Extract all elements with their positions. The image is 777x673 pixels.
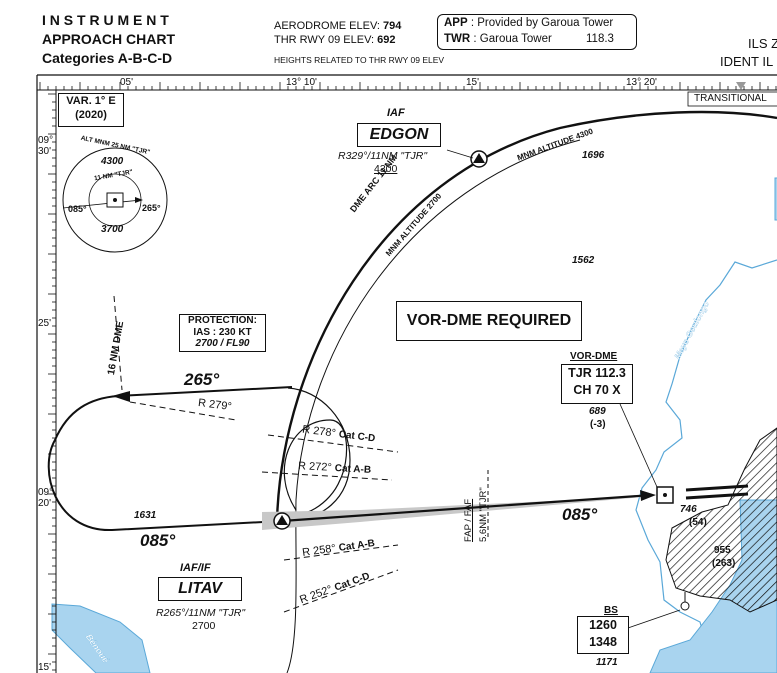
- final-course: 085°: [562, 505, 598, 524]
- lake-box: [774, 177, 777, 221]
- litav-role: IAF/IF: [180, 562, 211, 574]
- bs-box: 1260 1348: [577, 616, 629, 654]
- vor-elev-rel: (-3): [590, 419, 606, 430]
- edgon-name: EDGON: [357, 123, 441, 147]
- spot-elev-746: 746: [680, 504, 697, 515]
- edgon-alt: 4300: [374, 163, 398, 175]
- app-label: APP: [444, 17, 468, 29]
- bs-label: BS: [604, 605, 618, 616]
- bs-val1: 1260: [589, 618, 617, 632]
- litav-radial: R265°/11NM "TJR": [156, 607, 246, 619]
- radial-lines: [113, 295, 399, 613]
- spot-elev-1696: 1696: [582, 150, 605, 161]
- thr-elev: THR RWY 09 ELEV: 692: [274, 34, 396, 46]
- transitional-label: TRANSITIONAL: [694, 93, 767, 104]
- spot-elev-1171: 1171: [596, 657, 618, 668]
- vor-elev: 689: [589, 406, 606, 417]
- runway-09: [685, 484, 749, 500]
- left-tick-0930: 09° 30': [38, 135, 54, 157]
- variation-value: VAR. 1° E: [66, 95, 116, 107]
- bs-leader: [627, 609, 681, 629]
- faf-label: FAP / FAF: [463, 498, 474, 542]
- urban-area-garoua: [665, 427, 777, 613]
- faf-distance: 5.6NM "TJR": [478, 487, 489, 542]
- app-text: : Provided by Garoua Tower: [470, 17, 614, 29]
- aerodrome-elev: AERODROME ELEV: 794: [274, 20, 402, 32]
- left-tick-0920: 09° 20': [38, 487, 54, 509]
- twr-label: TWR: [444, 33, 471, 45]
- msa-right-bearing: 265°: [142, 203, 161, 213]
- top-tick-05: 05': [120, 77, 134, 88]
- litav-alt: 2700: [192, 620, 216, 632]
- categories: Categories A-B-C-D: [42, 50, 173, 66]
- edgon-role: IAF: [387, 107, 405, 119]
- spot-elev-955: 955: [714, 545, 731, 556]
- frequency-box: APP : Provided by Garoua Tower TWR : Gar…: [437, 14, 637, 50]
- protection-title: PROTECTION:: [188, 315, 257, 326]
- bs-symbol: [680, 592, 690, 611]
- protection-ias: IAS : 230 KT: [193, 326, 252, 338]
- edgon-leader: [446, 149, 474, 159]
- edgon-radial: R329°/11NM "TJR": [338, 150, 428, 162]
- heights-note: HEIGHTS RELATED TO THR RWY 09 ELEV: [274, 55, 445, 65]
- left-tick-15b: 15': [38, 662, 52, 673]
- dme-arc-inner: [286, 139, 581, 673]
- variation-year: (2020): [75, 109, 107, 121]
- vor-leader: [619, 403, 658, 488]
- fix-edgon: [470, 150, 488, 168]
- procedure-turn-loop: [283, 419, 348, 515]
- vor-dme-required: VOR-DME REQUIRED: [396, 301, 582, 341]
- msa-south-alt: 3700: [101, 224, 124, 235]
- litav-name: LITAV: [158, 577, 242, 601]
- river-benoue: [51, 603, 151, 673]
- spot-elev-1631: 1631: [134, 510, 157, 521]
- left-tick-25: 25': [38, 318, 52, 329]
- chart-type-line1: I N S T R U M E N T: [42, 12, 169, 28]
- vor-ident-freq: TJR 112.3: [568, 366, 626, 380]
- holding-inbound: 085°: [140, 531, 176, 550]
- vor-dme-symbol: [656, 486, 674, 504]
- twr-text: : Garoua Tower: [473, 33, 552, 45]
- fix-litav: [273, 512, 291, 530]
- twr-freq: 118.3: [586, 33, 614, 45]
- top-tick-1310: 13° 10': [286, 77, 317, 88]
- final-arrow: [640, 490, 656, 501]
- vor-title: VOR-DME: [570, 351, 618, 362]
- vor-box: TJR 112.3 CH 70 X: [561, 364, 633, 404]
- top-tick-15: 15': [466, 77, 480, 88]
- spot-elev-263: (263): [712, 558, 736, 569]
- ident-label: IDENT IL: [720, 54, 774, 69]
- top-tick-1320: 13° 20': [626, 77, 657, 88]
- chart-type-line2: APPROACH CHART: [42, 31, 175, 47]
- bs-val2: 1348: [589, 635, 617, 649]
- msa-north-alt: 4300: [101, 156, 124, 167]
- final-approach-shade: [262, 496, 655, 530]
- ils-label: ILS Z: [748, 36, 777, 51]
- protection-alts: 2700 / FL90: [195, 338, 250, 349]
- vor-channel: CH 70 X: [573, 383, 621, 397]
- transitional-marker: [736, 82, 746, 90]
- variation-box: VAR. 1° E (2020): [58, 93, 124, 127]
- protection-box: PROTECTION: IAS : 230 KT 2700 / FL90: [179, 314, 266, 352]
- msa-diagram: [62, 147, 168, 253]
- holding-arrow: [112, 391, 130, 402]
- msa-left-bearing: 085°: [68, 204, 87, 214]
- river-gouloungo: [635, 259, 777, 673]
- final-approach-track: [281, 493, 653, 523]
- holding-racetrack: [47, 386, 293, 532]
- holding-outbound: 265°: [184, 370, 220, 389]
- spot-elev-54: (54): [689, 517, 707, 528]
- holding-inner-loop: [287, 387, 351, 521]
- spot-elev-1562: 1562: [572, 255, 595, 266]
